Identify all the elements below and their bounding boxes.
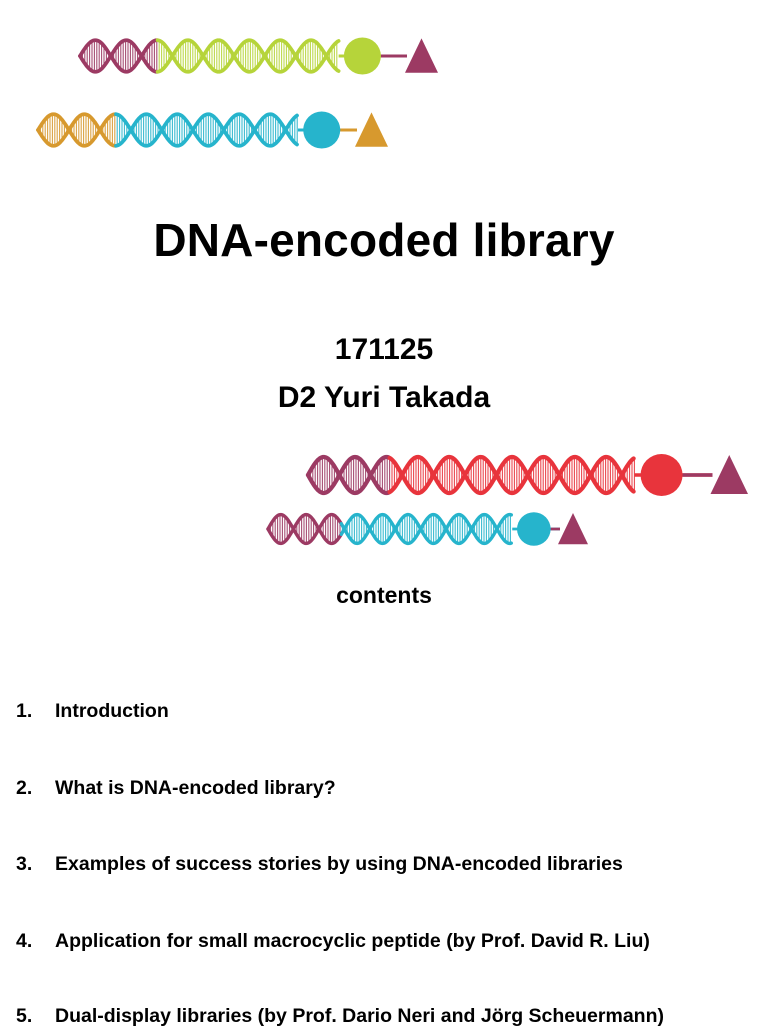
molecule-triangle	[355, 112, 388, 147]
dna-helix-illustration	[78, 37, 438, 75]
toc-item-number: 1.	[16, 700, 33, 722]
dna-strand	[266, 512, 343, 546]
toc-item: 5. Dual-display libraries (by Prof. Dario…	[16, 1003, 664, 1029]
molecule-triangle	[558, 513, 588, 545]
dna-strand	[387, 454, 636, 496]
dna-strand	[387, 454, 636, 496]
dna-strand	[266, 512, 343, 546]
dna-strand	[155, 38, 341, 74]
toc-item-text: Dual-display libraries (by Prof. Dario N…	[55, 1005, 664, 1027]
molecule-triangle	[710, 455, 748, 494]
presentation-date: 171125	[334, 333, 434, 366]
molecule-ball	[640, 454, 683, 496]
toc-item-number: 4.	[16, 930, 33, 952]
dna-strand	[36, 112, 117, 148]
presenter-name: D2 Yuri Takada	[277, 381, 491, 414]
dna-strand	[114, 112, 299, 148]
toc-item: 4. Application for small macrocyclic pept…	[16, 928, 650, 954]
toc-item-number: 5.	[16, 1005, 33, 1027]
dna-strand	[155, 38, 341, 74]
dna-strand	[114, 112, 299, 148]
toc-item-number: 2.	[16, 777, 33, 799]
toc-item-text: Examples of success stories by using DNA…	[55, 853, 623, 875]
dna-strand	[339, 512, 513, 546]
dna-strand	[305, 454, 392, 496]
toc-item-text: Application for small macrocyclic peptid…	[55, 930, 650, 952]
dna-strand	[78, 38, 159, 74]
toc-item-text: What is DNA-encoded library?	[55, 777, 336, 799]
molecule-ball	[343, 37, 381, 75]
dna-helix-illustration	[305, 454, 748, 496]
dna-strand	[78, 38, 159, 74]
toc-item-number: 3.	[16, 853, 33, 875]
dna-strand	[305, 454, 392, 496]
toc-item: 2. What is DNA-encoded library?	[16, 775, 336, 801]
slide-title: DNA-encoded library	[153, 214, 615, 266]
toc-item: 1. Introduction	[16, 698, 169, 724]
molecule-triangle	[405, 38, 438, 73]
dna-helix-illustration	[266, 512, 588, 546]
contents-heading: contents	[336, 582, 432, 608]
molecule-ball	[303, 111, 341, 149]
dna-strand	[36, 112, 117, 148]
molecule-ball	[517, 512, 551, 546]
toc-item: 3. Examples of success stories by using D…	[16, 851, 623, 877]
toc-item-text: Introduction	[55, 700, 169, 722]
dna-helix-illustration	[36, 111, 388, 149]
